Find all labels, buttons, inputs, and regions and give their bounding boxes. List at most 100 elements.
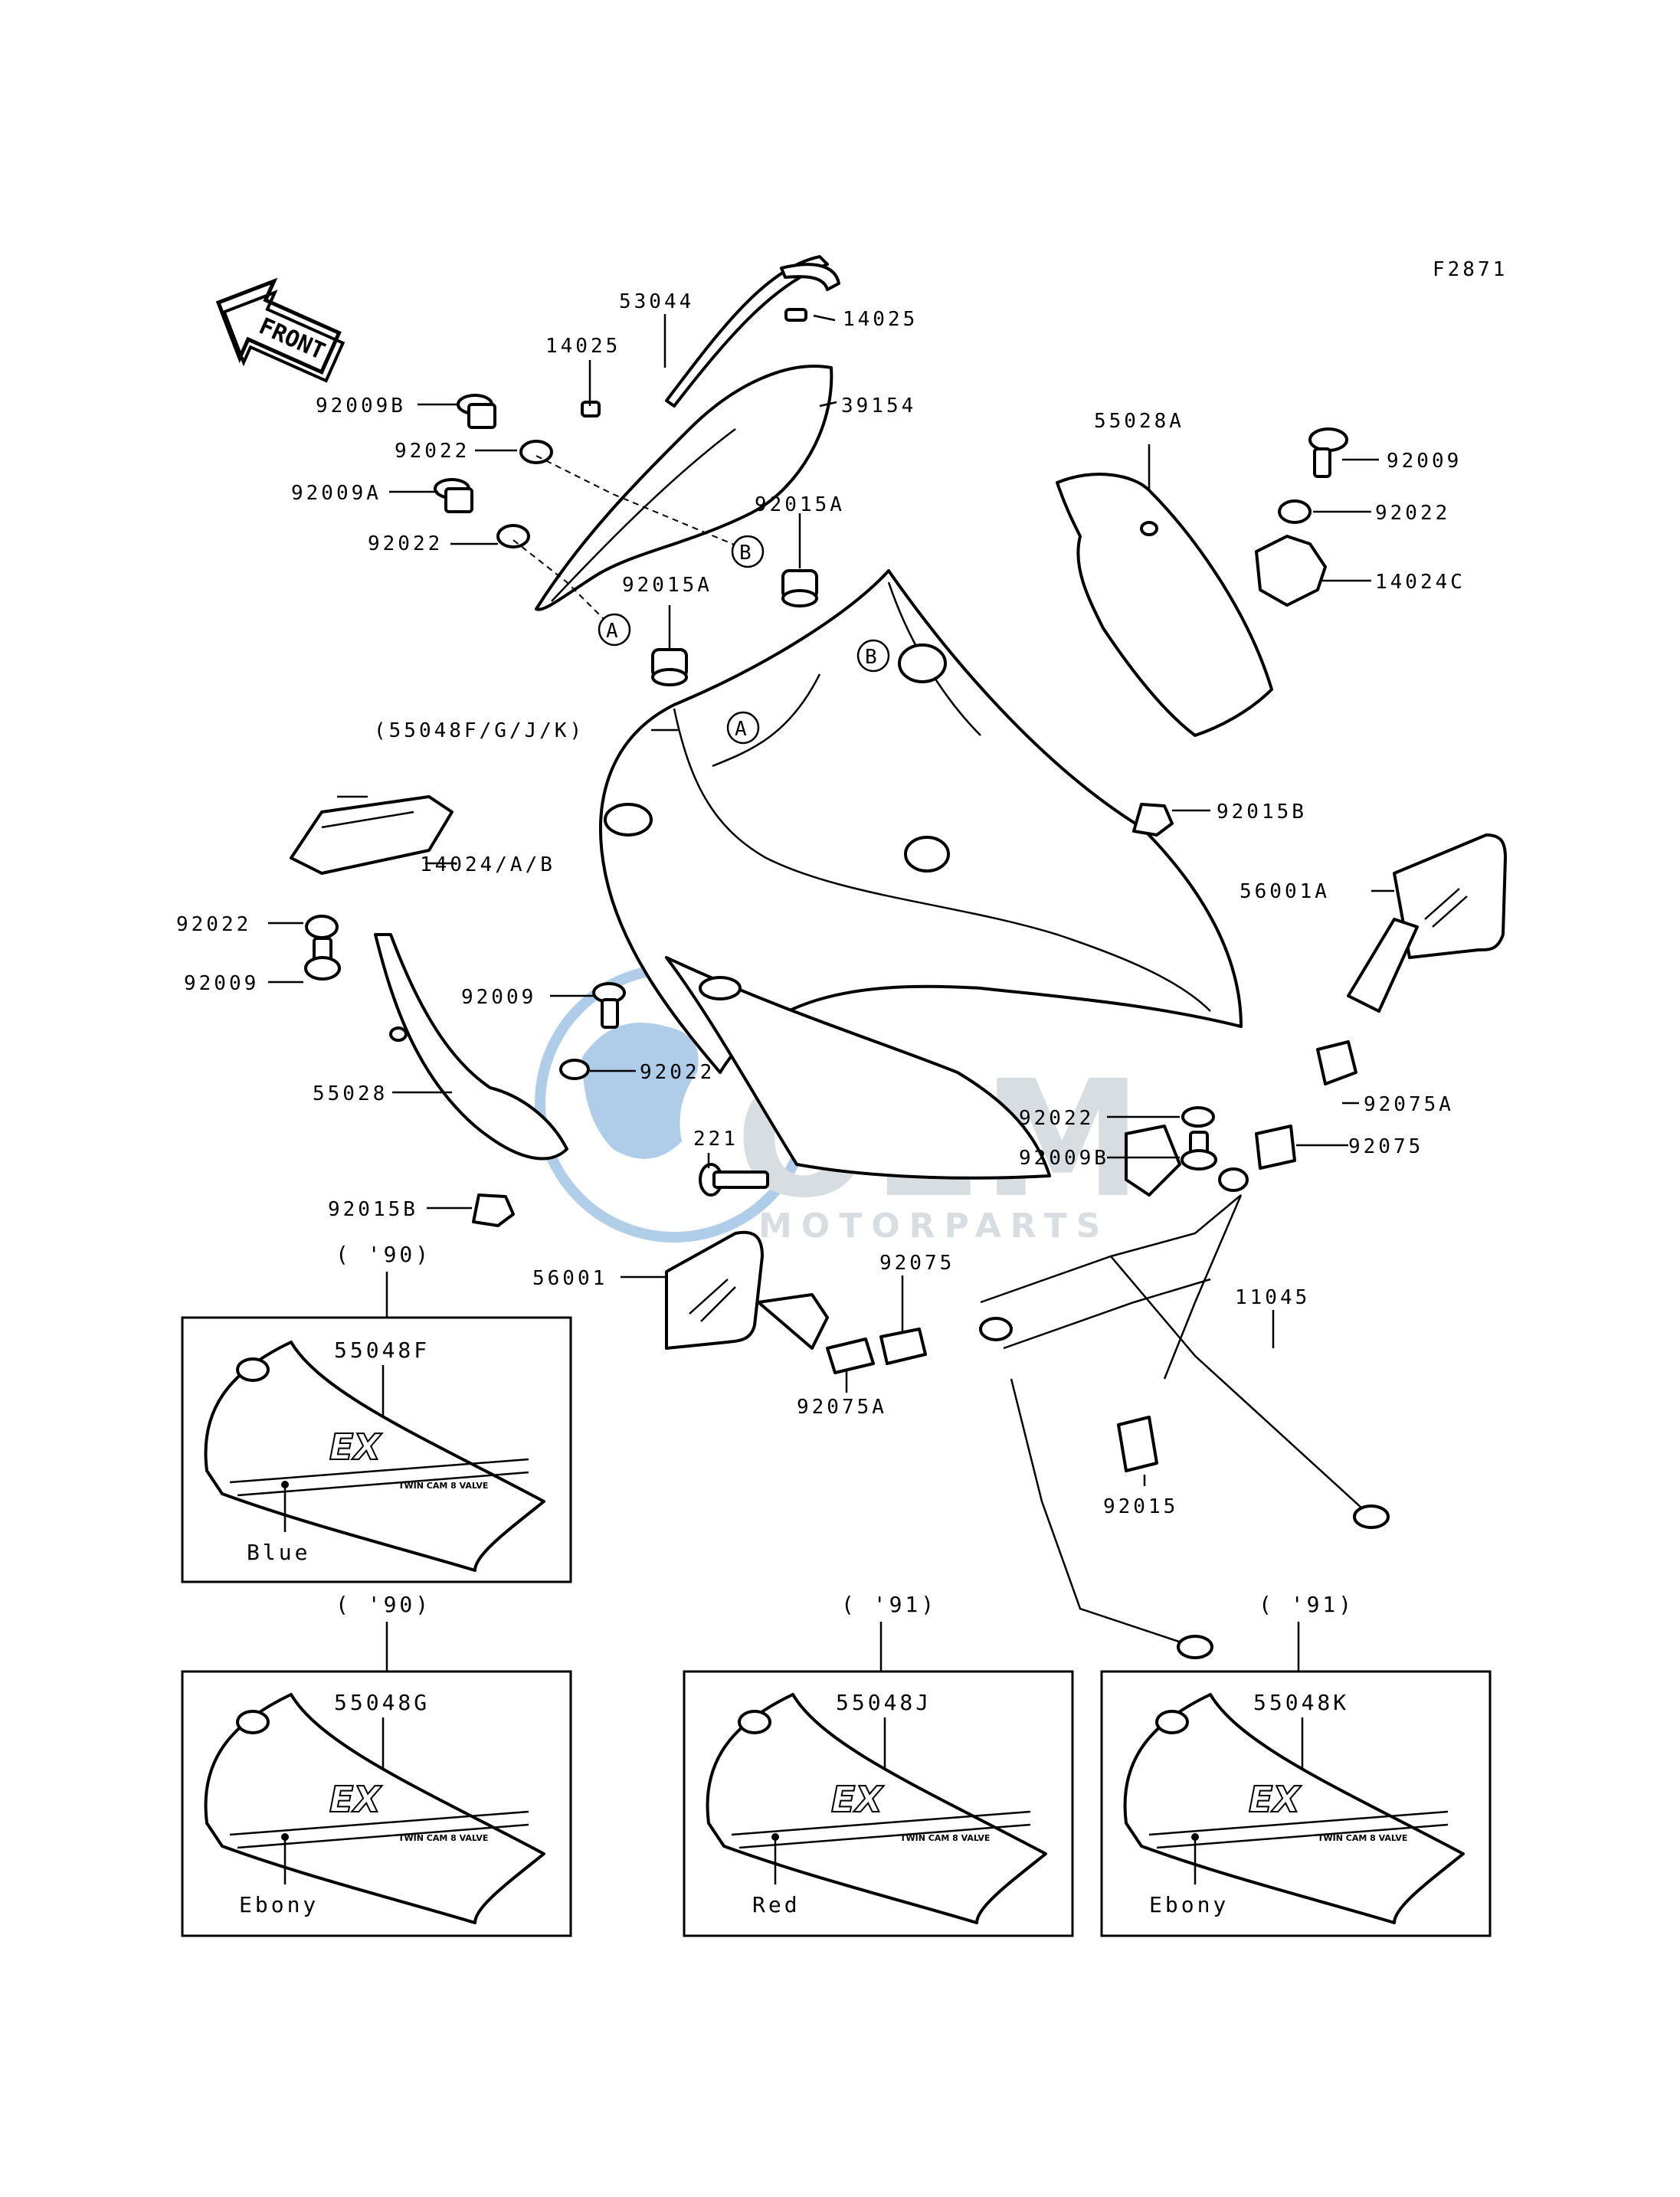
variant-part: 55048K [1253, 1690, 1349, 1715]
ex-logo: EX [329, 1426, 382, 1468]
watermark-subtext: MOTORPARTS [758, 1207, 1109, 1246]
variant-part: 55048G [334, 1690, 430, 1715]
washer-92022-upper [519, 440, 553, 464]
callout-92009b-right: 92009B [1019, 1147, 1109, 1170]
variant-year: ( '90) [336, 1592, 431, 1617]
callout-53044: 53044 [619, 290, 694, 313]
variant-year: ( '90) [336, 1242, 431, 1267]
screw-92009-center [592, 982, 626, 1029]
callout-39154: 39154 [841, 395, 916, 417]
screw-92009a [434, 478, 473, 513]
cowl-mount-hole-2 [904, 836, 950, 873]
washer-92022-lower [496, 524, 530, 548]
callout-14025-left: 14025 [545, 335, 621, 358]
callout-92015b-right: 92015B [1217, 801, 1307, 823]
decal-tagline: TWIN CAM 8 VALVE [398, 1833, 488, 1843]
washer-92022-right [1278, 499, 1312, 524]
decal-tagline: TWIN CAM 8 VALVE [1318, 1833, 1407, 1843]
variant-55048j: ( '91) EX TWIN CAM 8 VALVE 55048J Red [683, 1592, 1074, 1937]
callout-92022-lower-right: 92022 [1019, 1107, 1094, 1130]
callout-92015b-left: 92015B [328, 1198, 418, 1221]
callout-56001a: 56001A [1240, 880, 1330, 903]
variant-color: Ebony [1149, 1892, 1229, 1917]
callout-92022-left: 92022 [176, 913, 251, 936]
variant-year: ( '91) [1259, 1592, 1354, 1617]
screw-92009-right [1308, 427, 1348, 478]
variant-color: Ebony [239, 1892, 319, 1917]
screw-92009b-right [1181, 1131, 1217, 1171]
bracket-14024c [1255, 535, 1327, 607]
panel-hole [1140, 521, 1158, 536]
callout-92075a-right: 92075A [1364, 1093, 1454, 1116]
callout-92009-left: 92009 [184, 972, 259, 995]
callout-14024: 14024/A/B [420, 853, 555, 876]
windshield [535, 365, 833, 611]
variant-55048k: ( '91) EX TWIN CAM 8 VALVE 55048K Ebony [1100, 1592, 1492, 1937]
callout-92009-center: 92009 [461, 986, 536, 1009]
ref-marker-b-2: B [865, 646, 880, 669]
variant-year: ( '91) [841, 1592, 937, 1617]
callout-55028: 55028 [313, 1082, 388, 1105]
ex-logo: EX [831, 1779, 884, 1820]
inner-panel-left [374, 933, 568, 1161]
mirror-left-56001 [665, 1230, 829, 1350]
callout-92009a: 92009A [291, 482, 382, 505]
callout-92022-right: 92022 [1375, 502, 1450, 525]
callout-92022-center: 92022 [640, 1061, 715, 1084]
variant-color: Blue [247, 1540, 310, 1565]
callout-92015a-left: 92015A [622, 574, 712, 597]
rubber-92075-left [879, 1328, 927, 1365]
callout-221: 221 [693, 1128, 738, 1151]
rubber-92075-right [1255, 1125, 1296, 1170]
washer-92022-left [305, 915, 339, 939]
callout-92022-upper: 92022 [395, 440, 470, 463]
callout-92015: 92015 [1103, 1495, 1178, 1518]
grommet-92015a-left [651, 648, 688, 686]
callout-55028a: 55028A [1094, 410, 1184, 433]
front-arrow-icon: FRONT [215, 277, 345, 383]
grommet-92015a-right [781, 569, 818, 607]
figure-code: F2871 [1433, 258, 1508, 281]
screw-92009-left [304, 937, 341, 981]
trim-end-clip [780, 263, 840, 291]
clip-92015b-right [1132, 803, 1174, 837]
rubber-92075a-left [826, 1338, 875, 1374]
ref-marker-a-2: A [735, 718, 750, 741]
cowl-vent [604, 803, 653, 837]
variant-part: 55048J [836, 1690, 932, 1715]
callout-92075-left: 92075 [879, 1252, 955, 1275]
variant-color: Red [752, 1892, 801, 1917]
screw-92009b [457, 394, 496, 429]
mirror-right-56001a [1347, 833, 1507, 1013]
callout-92009b: 92009B [316, 395, 406, 417]
cowl-stay-11045 [979, 1125, 1390, 1659]
decal-tagline: TWIN CAM 8 VALVE [398, 1481, 488, 1491]
callout-56001: 56001 [532, 1267, 607, 1290]
clip-92015b-left [472, 1193, 515, 1227]
ex-logo: EX [1249, 1779, 1302, 1820]
callout-92022-lower: 92022 [368, 532, 443, 555]
inner-panel-right [1056, 473, 1273, 737]
callout-92075a-left: 92075A [797, 1396, 887, 1419]
bolt-221 [699, 1163, 769, 1197]
variant-part: 55048F [334, 1338, 430, 1363]
callout-14025-right: 14025 [843, 308, 918, 331]
cowl-mount-hole [898, 643, 947, 683]
callout-11045: 11045 [1235, 1286, 1310, 1309]
ref-marker-a-1: A [606, 620, 621, 643]
rubber-92075a-right [1316, 1040, 1357, 1085]
callout-92015a-right: 92015A [755, 493, 845, 516]
washer-92022-lower-right [1181, 1106, 1215, 1128]
cowl-chin [665, 956, 1051, 1180]
windshield-trim [665, 255, 829, 408]
callout-55048: (55048F/G/J/K) [374, 719, 585, 742]
callout-labels: 53044 14025 14025 92009B 39154 92022 920… [176, 290, 1462, 1518]
decal-tagline: TWIN CAM 8 VALVE [900, 1833, 990, 1843]
cowl-screw-point [699, 976, 742, 1000]
variant-55048g: ( '90) EX TWIN CAM 8 VALVE 55048G Ebony [181, 1592, 572, 1937]
ex-logo: EX [329, 1779, 382, 1820]
callout-92075-right: 92075 [1348, 1135, 1423, 1158]
washer-92022-center [559, 1059, 590, 1080]
panel-left-hole [389, 1026, 408, 1042]
